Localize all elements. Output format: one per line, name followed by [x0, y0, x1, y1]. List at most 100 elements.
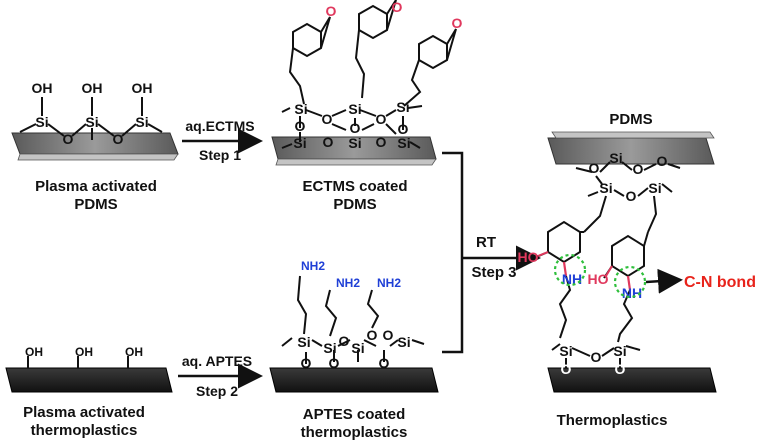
caption-ectms-line1: ECTMS coated	[302, 178, 407, 195]
caption-plasma-thermo-line1: Plasma activated	[23, 404, 145, 421]
o-label: O	[615, 361, 626, 377]
o-label: O	[323, 134, 334, 150]
cn-bond-highlight	[553, 253, 587, 287]
o-label: O	[626, 188, 637, 204]
si-label: Si	[559, 343, 572, 359]
si-label: Si	[323, 340, 336, 356]
o-label: O	[379, 355, 390, 371]
pdms-substrate-product	[547, 131, 715, 165]
si-label: Si	[135, 114, 148, 130]
pdms-substrate-ectms	[271, 136, 437, 166]
si-label: Si	[613, 343, 626, 359]
ho-label: HO	[518, 249, 539, 265]
product-bottom-label: Thermoplastics	[557, 412, 668, 429]
o-label: O	[329, 355, 340, 371]
ectms-epoxide-oxygens: O O O	[326, 0, 463, 31]
step3-arrow	[442, 151, 541, 354]
cn-bond-callout: C-N bond	[645, 268, 756, 294]
product-structure	[533, 161, 681, 368]
product-atoms: O Si O O Si O Si HO HO NH NH Si O Si O O	[518, 150, 668, 377]
si-label: Si	[396, 99, 409, 115]
caption-plasma-pdms-line2: PDMS	[74, 196, 117, 213]
step3-label: Step 3	[471, 264, 516, 281]
epoxide-o-label: O	[326, 3, 337, 19]
cn-bond-label: C-N bond	[684, 274, 756, 291]
o-label: O	[322, 111, 333, 127]
plasma-thermo-structure	[27, 356, 129, 368]
step2-reagent: aq. APTES	[182, 353, 252, 369]
step2-label: Step 2	[196, 383, 238, 399]
si-label: Si	[35, 114, 48, 130]
aptes-siloxane-atoms: Si Si O Si O Si O O O O	[297, 327, 410, 371]
oh-label: OH	[125, 345, 143, 359]
caption-ectms-line2: PDMS	[333, 196, 376, 213]
nh2-label: NH2	[301, 259, 325, 273]
step3-reagent: RT	[476, 234, 496, 251]
thermoplastic-substrate-plasma	[5, 367, 173, 393]
si-label: Si	[293, 135, 306, 151]
o-label: O	[339, 333, 350, 349]
o-label: O	[376, 134, 387, 150]
o-label: O	[376, 111, 387, 127]
oh-label: OH	[82, 80, 103, 96]
si-label: Si	[609, 150, 622, 166]
product-ho-bonds-color	[537, 251, 613, 277]
oh-label: OH	[32, 80, 53, 96]
nh2-label: NH2	[377, 276, 401, 290]
ectms-structure	[281, 0, 457, 149]
si-label: Si	[397, 135, 410, 151]
o-label: O	[295, 118, 306, 134]
o-label: O	[113, 131, 124, 147]
si-label: Si	[599, 180, 612, 196]
si-label: Si	[85, 114, 98, 130]
ho-label: HO	[588, 271, 609, 287]
si-label: Si	[348, 135, 361, 151]
step1-label: Step 1	[199, 147, 241, 163]
si-label: Si	[648, 180, 661, 196]
pdms-substrate-plasma	[11, 132, 179, 161]
oh-label: OH	[25, 345, 43, 359]
caption-aptes-line1: APTES coated	[303, 406, 406, 423]
plasma-pdms-atoms: OH OH OH Si Si Si O O	[32, 80, 153, 147]
caption-plasma-pdms-line1: Plasma activated	[35, 178, 157, 195]
si-label: Si	[294, 101, 307, 117]
caption-plasma-thermo-line2: thermoplastics	[31, 422, 138, 439]
si-label: Si	[348, 101, 361, 117]
oh-label: OH	[132, 80, 153, 96]
si-label: Si	[397, 334, 410, 350]
step2-arrow: aq. APTES Step 2	[178, 353, 263, 399]
epoxide-o-label: O	[452, 15, 463, 31]
caption-aptes-line2: thermoplastics	[301, 424, 408, 441]
plasma-pdms-structure	[19, 97, 163, 140]
product-top-label: PDMS	[609, 111, 652, 128]
step1-arrow: aq.ECTMS Step 1	[182, 118, 263, 163]
o-label: O	[383, 327, 394, 343]
cn-bond-highlight-circles	[553, 253, 647, 299]
ectms-siloxane-atoms: Si O Si O Si O O O Si O Si O Si	[293, 99, 410, 151]
aptes-structure	[281, 275, 425, 364]
nh-label: NH	[562, 271, 582, 287]
plasma-thermo-atoms: OH OH OH	[25, 345, 143, 359]
o-label: O	[350, 120, 361, 136]
o-label: O	[633, 161, 644, 177]
thermoplastic-substrate-product	[547, 367, 717, 393]
nh2-label: NH2	[336, 276, 360, 290]
o-label: O	[561, 361, 572, 377]
thermoplastic-substrate-aptes	[269, 367, 439, 393]
product-cn-bonds	[562, 261, 632, 291]
o-label: O	[301, 355, 312, 371]
cn-bond-highlight	[613, 265, 647, 299]
o-label: O	[367, 327, 378, 343]
si-label: Si	[297, 334, 310, 350]
o-label: O	[63, 131, 74, 147]
o-label: O	[591, 349, 602, 365]
oh-label: OH	[75, 345, 93, 359]
aptes-amines: NH2 NH2 NH2	[301, 259, 401, 290]
o-label: O	[398, 121, 409, 137]
epoxide-o-label: O	[392, 0, 403, 15]
si-label: Si	[351, 340, 364, 356]
o-label: O	[589, 160, 600, 176]
o-label: O	[657, 153, 668, 169]
step1-reagent: aq.ECTMS	[185, 118, 254, 134]
